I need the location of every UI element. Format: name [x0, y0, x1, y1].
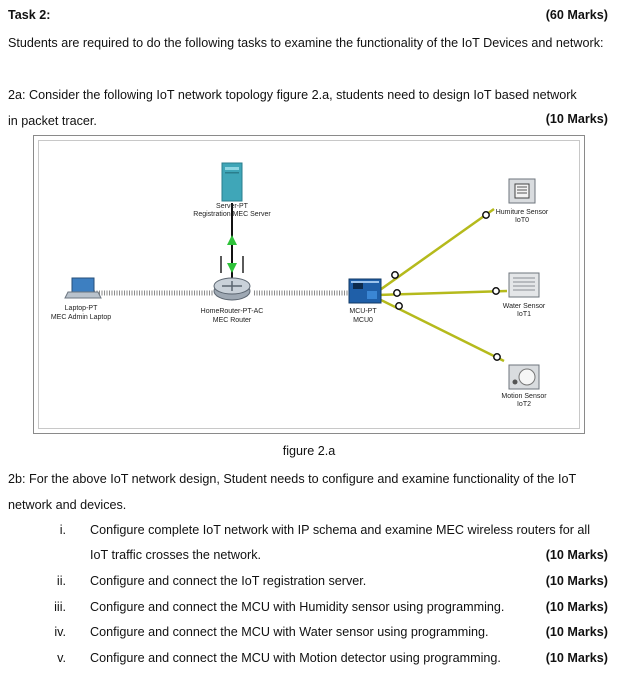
list-text: Configure complete IoT network with IP s… — [90, 523, 590, 537]
link-up-arrow — [227, 235, 237, 245]
part-2a-text: 2a: Consider the following IoT network t… — [8, 88, 577, 128]
figure-canvas: Server-PT Registration MEC Server HomeRo… — [38, 140, 580, 429]
water-name-label: IoT1 — [517, 311, 531, 318]
router-icon — [213, 256, 251, 301]
motion-type-label: Motion Sensor — [501, 393, 547, 400]
router-name-label: MEC Router — [213, 317, 252, 324]
mcu-name-label: MCU0 — [353, 317, 373, 324]
router-type-label: HomeRouter-PT-AC — [201, 308, 264, 315]
port-dot — [393, 289, 401, 297]
list-text: Configure and connect the IoT registrati… — [90, 574, 367, 588]
water-type-label: Water Sensor — [503, 303, 546, 310]
laptop-type-label: Laptop-PT — [65, 305, 98, 312]
list-number: v. — [57, 651, 66, 665]
port-dot — [493, 353, 501, 361]
water-sensor-icon — [508, 272, 540, 298]
list-number: iii. — [54, 600, 66, 614]
list-item: iii. Configure and connect the MCU with … — [0, 600, 618, 620]
laptop-icon — [64, 277, 102, 299]
server-name-label: Registration MEC Server — [193, 211, 271, 218]
motion-name-label: IoT2 — [517, 401, 531, 408]
task-title: Task 2: — [8, 8, 51, 22]
mcu-humidity-link — [376, 207, 495, 294]
laptop-name-label: MEC Admin Laptop — [51, 314, 111, 321]
part-2a-marks: (10 Marks) — [545, 112, 608, 126]
topology-diagram: Server-PT Registration MEC Server HomeRo… — [51, 162, 549, 408]
port-dot — [391, 271, 399, 279]
part-2b-text: 2b: For the above IoT network design, St… — [8, 472, 577, 512]
list-text: Configure and connect the MCU with Motio… — [90, 651, 501, 665]
list-item: i. Configure complete IoT network with I… — [0, 523, 618, 543]
list-text: Configure and connect the MCU with Water… — [90, 625, 489, 639]
humiture-sensor-icon — [508, 178, 536, 204]
list-number: i. — [59, 523, 66, 537]
list-item: iv. Configure and connect the MCU with W… — [0, 625, 618, 645]
humiture-name-label: IoT0 — [515, 217, 529, 224]
task-marks: (60 Marks) — [545, 8, 608, 22]
list-marks: (10 Marks) — [545, 574, 608, 588]
list-text: Configure and connect the MCU with Humid… — [90, 600, 505, 614]
list-number: iv. — [54, 625, 66, 639]
humiture-type-label: Humiture Sensor — [496, 209, 549, 216]
list-item: ii. Configure and connect the IoT regist… — [0, 574, 618, 594]
link-down-arrow — [227, 263, 237, 273]
list-item-continuation: IoT traffic crosses the network. (10 Mar… — [0, 548, 618, 568]
intro-paragraph: Students are required to do the followin… — [8, 36, 604, 50]
server-icon — [221, 162, 243, 202]
list-number: ii. — [56, 574, 66, 588]
server-type-label: Server-PT — [216, 203, 249, 210]
network-topology-figure: Server-PT Registration MEC Server HomeRo… — [33, 135, 585, 434]
list-text: IoT traffic crosses the network. — [90, 548, 262, 562]
list-item: v. Configure and connect the MCU with Mo… — [0, 651, 618, 671]
list-marks: (10 Marks) — [545, 651, 608, 665]
list-marks: (10 Marks) — [545, 625, 608, 639]
figure-caption: figure 2.a — [282, 444, 336, 458]
list-marks: (10 Marks) — [545, 548, 608, 562]
port-dot — [492, 287, 500, 295]
port-dot — [395, 302, 403, 310]
list-marks: (10 Marks) — [545, 600, 608, 614]
mcu-type-label: MCU-PT — [349, 308, 377, 315]
motion-sensor-icon — [508, 364, 540, 390]
port-dot — [482, 211, 490, 219]
mcu-icon — [348, 278, 382, 304]
